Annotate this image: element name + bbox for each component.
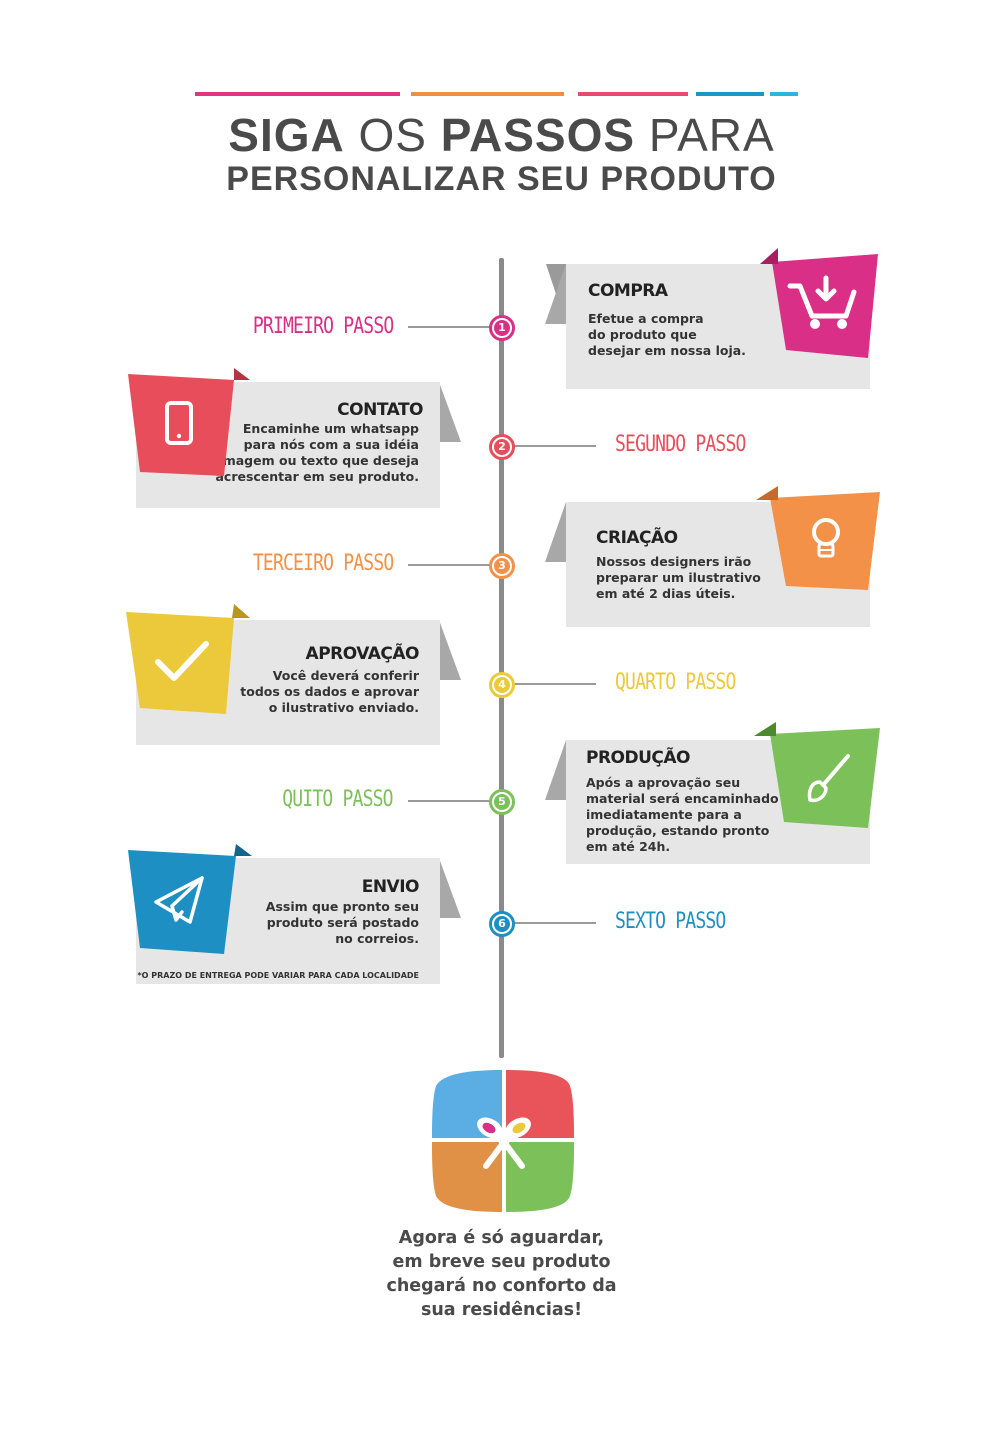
step2-connector [512,445,596,447]
step1-number: 1 [494,320,510,336]
step4-label: QUARTO PASSO [615,670,736,695]
header-line-red [578,92,688,96]
step2-number: 2 [494,439,510,455]
step2-title: CONTATO [337,400,423,420]
header-line-pink [195,92,400,96]
step3-number: 3 [494,558,510,574]
step6-text: Assim que pronto seu produto será postad… [265,899,419,946]
delivery-note: *O PRAZO DE ENTREGA PODE VARIAR PARA CAD… [137,971,419,980]
step4-connector [512,683,596,685]
header-line-orange [411,92,564,96]
step6-node: 6 [489,911,515,937]
lightbulb-icon [756,486,880,590]
step5-card-fold-shape [545,740,566,800]
header-line-cyan [770,92,798,96]
final-message: Agora é só aguardar, em breve seu produt… [386,1228,617,1320]
step1-title: COMPRA [588,281,668,301]
step2-card-fold-shape [439,382,461,442]
step4-number: 4 [494,677,510,693]
step4-title: APROVAÇÃO [305,644,420,664]
step1-card-fold-shape [545,264,566,324]
step3-label: TERCEIRO PASSO [252,551,393,576]
step5-number: 5 [494,794,510,810]
step4-text: Você deverá conferir todos os dados e ap… [240,668,419,715]
step1-label: PRIMEIRO PASSO [252,314,393,339]
step3-card-fold-shape [545,502,566,562]
step4-node: 4 [489,672,515,698]
step2-text: Encaminhe um whatsapp para nós com a sua… [215,421,419,484]
step5-label: QUITO PASSO [282,787,394,812]
step1-text: Efetue a compra do produto que desejar e… [588,311,746,358]
timeline-line [499,258,504,1058]
step5-node: 5 [489,789,515,815]
paper-plane-icon [128,844,252,954]
step6-card-fold-shape [439,858,461,918]
gift-box-icon [432,1070,574,1212]
step5-connector [408,800,494,802]
step1-node: 1 [489,315,515,341]
shopping-cart-icon [760,248,878,358]
step5-text: Após a aprovação seu material será encam… [586,775,779,854]
header-line-blue [696,92,764,96]
paintbrush-icon [754,722,880,828]
step6-number: 6 [494,916,510,932]
step6-title: ENVIO [361,877,420,897]
step6-label: SEXTO PASSO [615,909,726,934]
step3-text: Nossos designers irão preparar um ilustr… [596,554,761,601]
step4-card-fold-shape [439,620,461,680]
page-title-line1: SIGA OS PASSOS PARA [228,109,775,161]
step2-label: SEGUNDO PASSO [615,432,746,457]
step3-connector [408,564,494,566]
smartphone-icon [128,368,250,476]
step1-connector [408,326,494,328]
step5-title: PRODUÇÃO [586,748,691,768]
step2-node: 2 [489,434,515,460]
page-title-line2: PERSONALIZAR SEU PRODUTO [226,160,777,198]
step3-node: 3 [489,553,515,579]
step6-connector [512,922,596,924]
step3-title: CRIAÇÃO [596,528,678,548]
checkmark-icon [126,604,250,714]
